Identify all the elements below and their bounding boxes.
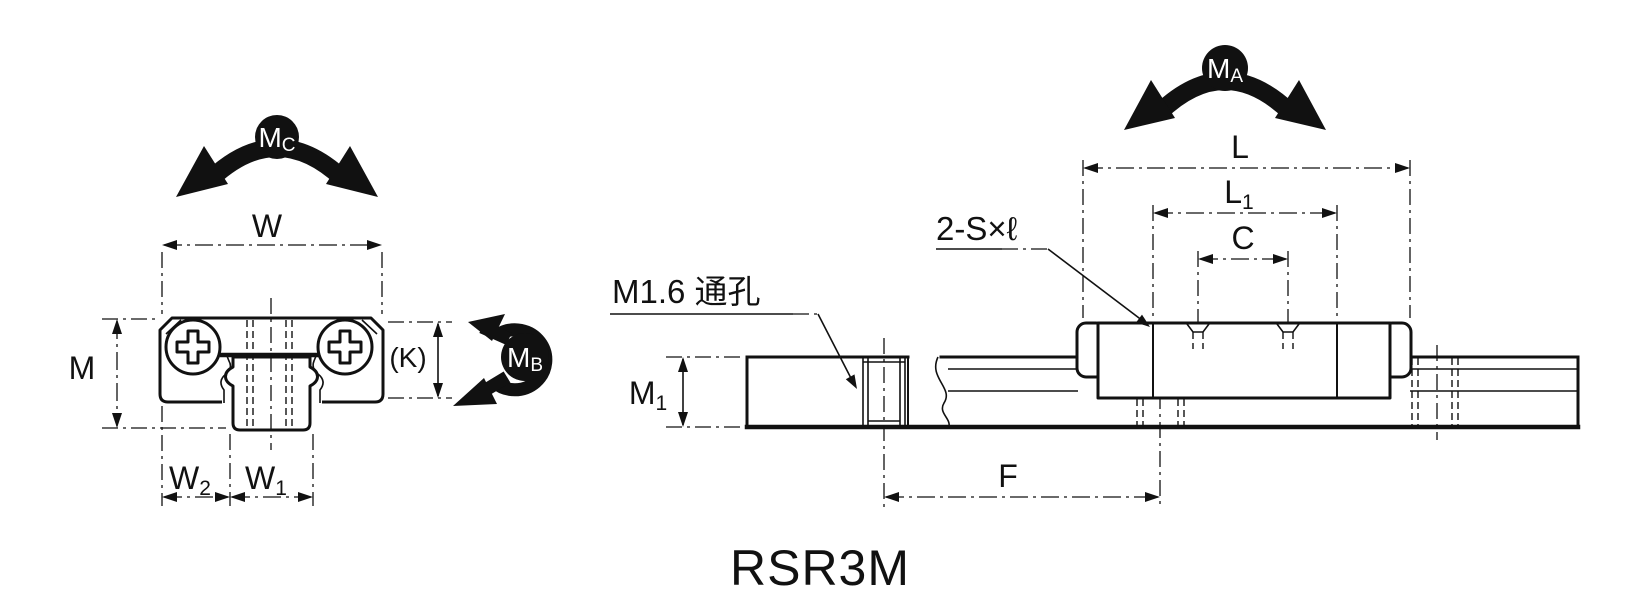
side-view: MA [610, 45, 1581, 507]
dim-m1-label: M1 [629, 375, 667, 415]
sv-rail-break-line [935, 356, 950, 428]
dim-l1: L1 [1152, 174, 1338, 320]
sv-rail [744, 338, 1581, 507]
dim-w: W [161, 208, 383, 314]
moment-mb-arrow-icon: MB [453, 314, 553, 406]
dim-m: M [69, 318, 226, 429]
dim-k-label: (K) [389, 342, 426, 373]
dim-w1-label: W1 [245, 460, 287, 500]
cs-screw-right [316, 318, 374, 376]
dim-m1: M1 [629, 356, 744, 428]
dim-f-label: F [998, 458, 1018, 494]
dim-w2-label: W2 [169, 460, 211, 500]
cs-hidden-hole-lines [246, 298, 293, 450]
callout-mount-holes: 2-S×ℓ [936, 210, 1150, 327]
dim-m-label: M [69, 350, 96, 386]
sv-mount-hole-2 [1276, 323, 1300, 349]
sv-rail-hole-left [862, 357, 909, 427]
dim-c: C [1197, 220, 1289, 322]
moment-ma-label: MA [1207, 53, 1243, 87]
dim-l-label: L [1231, 129, 1249, 165]
moment-mb-label: MB [507, 342, 543, 376]
sv-block [1075, 321, 1413, 400]
callout-mount-holes-label: 2-S×ℓ [936, 210, 1018, 247]
dim-w-label: W [252, 208, 283, 244]
callout-rail-hole-label: M1.6 通孔 [612, 273, 761, 310]
cs-screw-left [164, 318, 222, 376]
dim-c-label: C [1231, 220, 1254, 256]
callout-rail-hole: M1.6 通孔 [610, 273, 857, 389]
model-title: RSR3M [730, 540, 910, 596]
sv-mount-hole-1 [1186, 323, 1210, 349]
sv-block-body [1096, 321, 1392, 400]
moment-mc-label: MC [258, 122, 295, 156]
dim-l1-label: L1 [1224, 174, 1253, 214]
moment-mc-arrow-icon: MC [176, 115, 378, 197]
dim-l: L [1082, 129, 1411, 318]
cross-section-view: MC [69, 115, 553, 506]
dim-w2-w1: W2 W1 [161, 406, 314, 506]
sv-rail-hole-middle-hidden [1136, 399, 1185, 427]
dim-f: F [884, 458, 1160, 502]
sv-rail-hole-right-hidden [1411, 345, 1459, 440]
dim-k: (K) [388, 321, 452, 399]
moment-ma-arrow-icon: MA [1124, 45, 1326, 130]
